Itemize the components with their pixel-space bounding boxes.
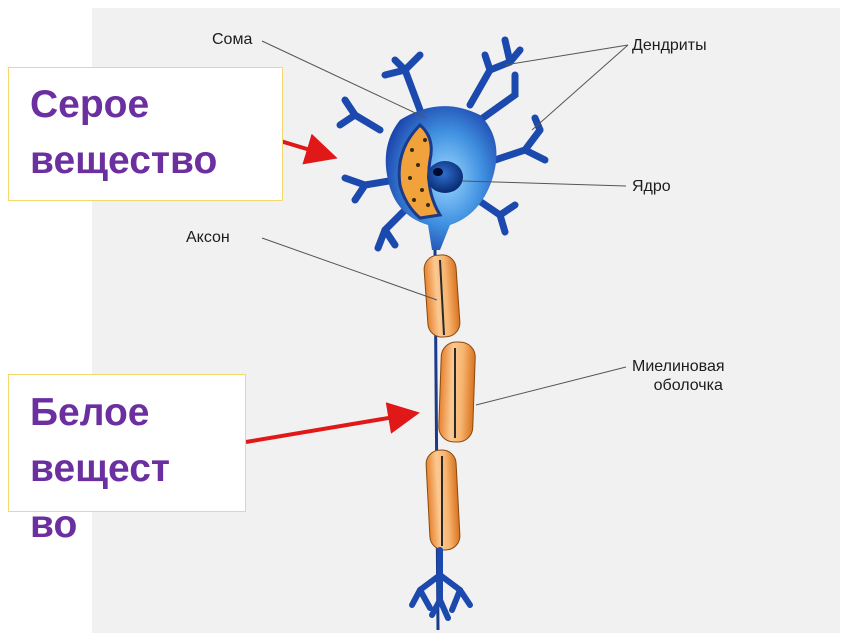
axon-shape	[423, 250, 476, 630]
nucleus-label: Ядро	[632, 177, 671, 196]
white-matter-line1: Белое	[30, 385, 150, 441]
gray-matter-line2: вещество	[30, 133, 217, 189]
axon-label: Аксон	[186, 228, 230, 247]
axon-terminal-shape	[412, 550, 470, 618]
myelin-label: Миелиновая оболочка	[632, 357, 725, 395]
myelin-label-line1: Миелиновая	[632, 357, 725, 376]
myelin-label-line2: оболочка	[632, 376, 725, 395]
gray-matter-line1: Серое	[30, 77, 149, 133]
white-matter-arrow	[246, 414, 412, 442]
dendrites-label: Дендриты	[632, 36, 707, 55]
soma-label: Сома	[212, 30, 252, 49]
white-matter-line3: во	[30, 497, 77, 553]
white-matter-line2: вещест	[30, 441, 170, 497]
nucleus-shape	[427, 161, 463, 193]
